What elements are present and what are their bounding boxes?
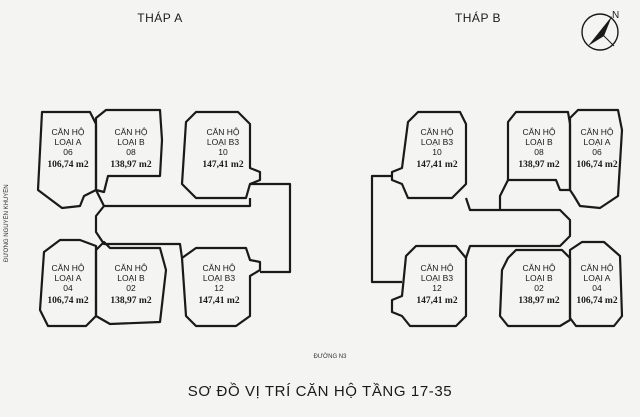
unit-area: 147,41 m2	[202, 160, 244, 171]
diagram-title: SƠ ĐỒ VỊ TRÍ CĂN HỘ TẦNG 17-35	[187, 383, 453, 400]
unit-area: 106,74 m2	[576, 160, 618, 171]
tower-b-outline	[370, 108, 624, 328]
unit-number: 10	[432, 146, 442, 157]
tower-a-unit-04: CĂN HỘ LOẠI A 04 106,74 m2	[40, 263, 96, 307]
tower-b-unit-02-outline	[498, 248, 572, 328]
unit-label: CĂN HỘ	[206, 127, 240, 137]
unit-type: LOẠI A	[54, 272, 82, 283]
unit-label: CĂN HỘ	[522, 127, 556, 137]
unit-type: LOẠI A	[583, 272, 611, 283]
unit-label: CĂN HỘ	[522, 263, 556, 273]
tower-b-unit-10-outline	[390, 110, 468, 200]
tower-a-unit-12-outline	[180, 246, 262, 328]
unit-number: 04	[63, 282, 73, 293]
unit-type: LOẠI B3	[420, 136, 454, 147]
tower-b-unit-12-outline	[390, 244, 468, 328]
tower-a-unit-02: CĂN HỘ LOẠI B 02 138,97 m2	[98, 263, 164, 307]
unit-type: LOẠI B	[525, 136, 553, 147]
unit-type: LOẠI B	[525, 272, 553, 283]
unit-number: 02	[126, 282, 136, 293]
unit-area: 138,97 m2	[518, 160, 560, 171]
unit-type: LOẠI B3	[206, 136, 240, 147]
tower-b-unit-12: CĂN HỘ LOẠI B3 12 147,41 m2	[404, 263, 470, 307]
unit-label: CĂN HỘ	[580, 127, 614, 137]
unit-type: LOẠI B3	[202, 272, 236, 283]
tower-a-unit-08: CĂN HỘ LOẠI B 08 138,97 m2	[98, 127, 164, 171]
tower-a-unit-10-outline	[180, 110, 262, 200]
tower-b-unit-06-outline	[568, 108, 624, 210]
tower-b-unit-10: CĂN HỘ LOẠI B3 10 147,41 m2	[404, 127, 470, 171]
unit-area: 106,74 m2	[47, 296, 89, 307]
tower-b-unit-04: CĂN HỘ LOẠI A 04 106,74 m2	[570, 263, 624, 307]
unit-type: LOẠI B	[117, 272, 145, 283]
tower-b-unit-06: CĂN HỘ LOẠI A 06 106,74 m2	[570, 127, 624, 171]
tower-a-unit-06-outline	[36, 110, 98, 210]
tower-a-unit-10: CĂN HỘ LOẠI B3 10 147,41 m2	[190, 127, 256, 171]
unit-label: CĂN HỘ	[114, 263, 148, 273]
unit-area: 138,97 m2	[518, 296, 560, 307]
unit-number: 08	[534, 146, 544, 157]
unit-label: CĂN HỘ	[51, 263, 85, 273]
tower-b-unit-08: CĂN HỘ LOẠI B 08 138,97 m2	[506, 127, 572, 171]
unit-number: 02	[534, 282, 544, 293]
unit-label: CĂN HỘ	[202, 263, 236, 273]
unit-number: 12	[214, 282, 224, 293]
tower-a-unit-06: CĂN HỘ LOẠI A 06 106,74 m2	[40, 127, 96, 171]
unit-number: 04	[592, 282, 602, 293]
tower-a-corridor-outline	[94, 182, 292, 274]
unit-type: LOẠI A	[583, 136, 611, 147]
tower-b-unit-02: CĂN HỘ LOẠI B 02 138,97 m2	[506, 263, 572, 307]
tower-a-outline	[36, 108, 292, 328]
unit-area: 106,74 m2	[47, 160, 89, 171]
unit-number: 06	[592, 146, 602, 157]
unit-label: CĂN HỘ	[51, 127, 85, 137]
unit-area: 147,41 m2	[416, 160, 458, 171]
unit-label: CĂN HỘ	[420, 263, 454, 273]
unit-area: 138,97 m2	[110, 296, 152, 307]
road-label-bottom: ĐƯỜNG N3	[313, 354, 347, 360]
unit-type: LOẠI B3	[420, 272, 454, 283]
unit-type: LOẠI A	[54, 136, 82, 147]
tower-b-corridor-outline	[370, 174, 572, 284]
north-compass-icon: N	[581, 10, 619, 51]
tower-a-unit-08-outline	[94, 108, 164, 194]
unit-area: 147,41 m2	[198, 296, 240, 307]
tower-b-unit-04-outline	[568, 240, 624, 328]
unit-number: 08	[126, 146, 136, 157]
tower-b-title: THÁP B	[454, 11, 502, 25]
unit-number: 10	[218, 146, 228, 157]
unit-area: 106,74 m2	[576, 296, 618, 307]
road-label-left: ĐƯỜNG NGUYỄN KHUYẾN	[4, 184, 10, 262]
unit-number: 06	[63, 146, 73, 157]
unit-type: LOẠI B	[117, 136, 145, 147]
unit-label: CĂN HỘ	[420, 127, 454, 137]
tower-a-unit-12: CĂN HỘ LOẠI B3 12 147,41 m2	[186, 263, 252, 307]
unit-label: CĂN HỘ	[580, 263, 614, 273]
unit-area: 138,97 m2	[110, 160, 152, 171]
unit-number: 12	[432, 282, 442, 293]
tower-a-title: THÁP A	[137, 11, 183, 25]
unit-area: 147,41 m2	[416, 296, 458, 307]
compass-north-label: N	[612, 10, 619, 21]
unit-label: CĂN HỘ	[114, 127, 148, 137]
